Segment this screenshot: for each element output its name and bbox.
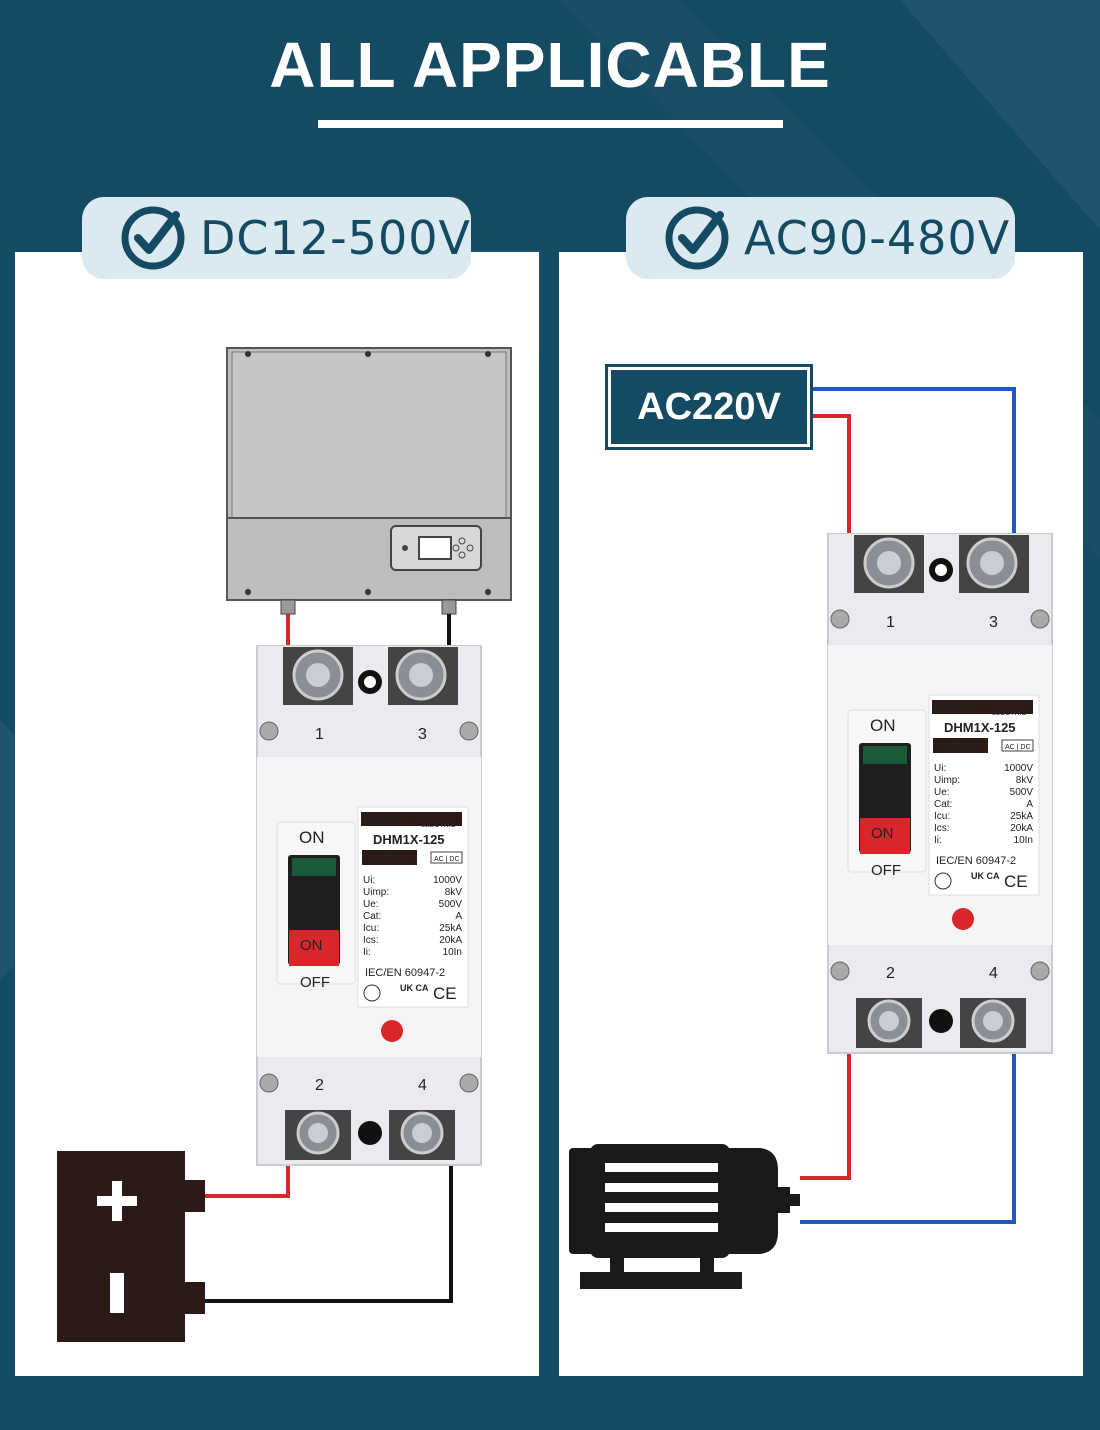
terminal-1-label: 1: [315, 726, 324, 743]
spec-list: Ui: 1000V Uimp: 8kV Ue: 500V Cat: A Icu: 25kA Ics:…: [363, 875, 462, 958]
brand-label: DIHOOL: [934, 702, 977, 714]
spec-key: Icu:: [934, 811, 950, 822]
spec-value: 8kV: [1016, 775, 1034, 786]
terminal-2-label: 2: [315, 1077, 324, 1094]
spec-key: Uimp:: [363, 887, 389, 898]
terminal-3-label: 3: [418, 726, 427, 743]
rating-label: 125A: [944, 739, 973, 753]
title-underline: [318, 120, 783, 128]
spec-list: Ui: 1000V Uimp: 8kV Ue: 500V Cat: A Icu: 25kA Ics:…: [934, 763, 1033, 846]
spec-value: 8kV: [445, 887, 463, 898]
ukca-mark: UK CA: [400, 983, 429, 993]
spec-value: A: [455, 911, 462, 922]
spec-value: 10In: [1014, 835, 1033, 846]
spec-key: Ue:: [934, 787, 950, 798]
battery-icon: [57, 1151, 205, 1342]
terminal-2-label: 2: [886, 965, 895, 982]
page-title: ALL APPLICABLE: [269, 29, 831, 101]
model-label: DHM1X-125: [373, 832, 445, 847]
brand-sub-label: ELECTRIC: [992, 710, 1027, 717]
model-label: DHM1X-125: [944, 720, 1016, 735]
off-label: OFF: [871, 862, 901, 879]
terminal-3-label: 3: [989, 614, 998, 631]
spec-key: Ui:: [363, 875, 375, 886]
motor-icon: [569, 1144, 800, 1289]
spec-value: 500V: [439, 899, 463, 910]
ukca-mark: UK CA: [971, 871, 1000, 881]
brand-sub-label: ELECTRIC: [421, 822, 456, 829]
on-label: ON: [299, 828, 325, 847]
spec-key: Ii:: [363, 947, 371, 958]
spec-key: Icu:: [363, 923, 379, 934]
terminal-1-label: 1: [886, 614, 895, 631]
spec-value: 1000V: [433, 875, 462, 886]
inverter-icon: [226, 347, 512, 615]
spec-value: 10In: [443, 947, 462, 958]
rating-label: 125A: [373, 851, 402, 865]
spec-value: 25kA: [439, 923, 462, 934]
spec-key: Ii:: [934, 835, 942, 846]
standard-label: IEC/EN 60947-2: [936, 855, 1016, 867]
on-switch-label: ON: [871, 825, 894, 842]
spec-key: Ue:: [363, 899, 379, 910]
acdc-label: AC | DC: [1005, 744, 1031, 751]
spec-value: 500V: [1010, 787, 1034, 798]
circuit-breaker-left: 1 3 ON ON OFF DIHOOL ELECTRIC DHM1X-125 …: [256, 645, 482, 1166]
dc-voltage-badge: DC12-500V: [82, 197, 471, 279]
ac220v-source-label: AC220V: [605, 364, 813, 450]
spec-value: 25kA: [1010, 811, 1033, 822]
spec-key: Ui:: [934, 763, 946, 774]
spec-value: 20kA: [439, 935, 462, 946]
dc-voltage-label: DC12-500V: [200, 211, 471, 265]
check-circle-icon: [121, 206, 185, 270]
off-label: OFF: [300, 974, 330, 991]
ac-voltage-badge: AC90-480V: [626, 197, 1015, 279]
ce-mark: CE: [433, 984, 457, 1003]
acdc-label: AC | DC: [434, 856, 460, 863]
spec-value: 1000V: [1004, 763, 1033, 774]
brand-label: DIHOOL: [363, 814, 406, 826]
ce-mark: CE: [1004, 872, 1028, 891]
spec-key: Cat:: [363, 911, 381, 922]
circuit-breaker-right: 1 3 ON ON OFF DIHOOL ELECTRIC DHM1X-125 …: [827, 533, 1053, 1054]
spec-key: Ics:: [934, 823, 950, 834]
on-label: ON: [870, 716, 896, 735]
terminal-4-label: 4: [989, 965, 998, 982]
spec-key: Ics:: [363, 935, 379, 946]
on-switch-label: ON: [300, 937, 323, 954]
ac-voltage-label: AC90-480V: [744, 211, 1011, 265]
terminal-4-label: 4: [418, 1077, 427, 1094]
spec-value: A: [1026, 799, 1033, 810]
spec-value: 20kA: [1010, 823, 1033, 834]
standard-label: IEC/EN 60947-2: [365, 967, 445, 979]
check-circle-icon: [665, 206, 729, 270]
spec-key: Uimp:: [934, 775, 960, 786]
spec-key: Cat:: [934, 799, 952, 810]
